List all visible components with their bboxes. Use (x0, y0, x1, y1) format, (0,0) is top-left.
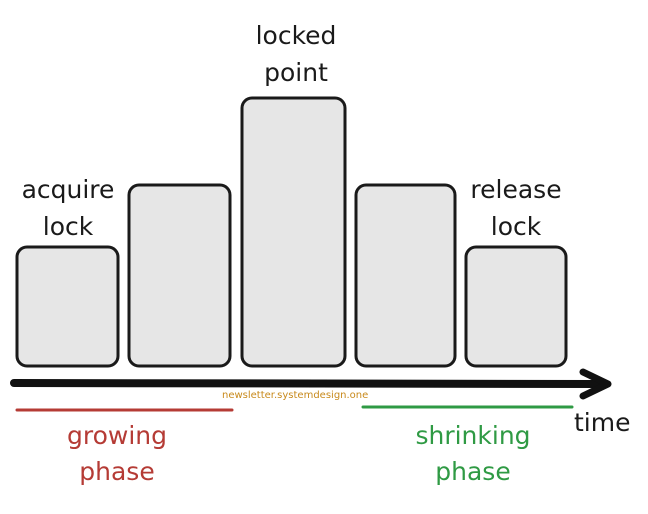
time-axis-label: time (574, 408, 631, 437)
bar-shrinking (354, 183, 457, 368)
bar-release-lock (464, 245, 568, 368)
time-axis-arrow (10, 368, 612, 400)
bar-acquire-lock (15, 245, 120, 368)
bar-growing (127, 183, 232, 368)
acquire-lock-label: acquire lock (21, 175, 115, 241)
shrinking-phase-label: shrinking phase (415, 421, 531, 486)
watermark: newsletter.systemdesign.one (222, 390, 369, 401)
release-lock-label: release lock (470, 175, 562, 241)
locked-point-label: locked point (255, 21, 337, 87)
growing-phase-label: growing phase (67, 421, 167, 486)
bar-locked-point (240, 96, 347, 368)
